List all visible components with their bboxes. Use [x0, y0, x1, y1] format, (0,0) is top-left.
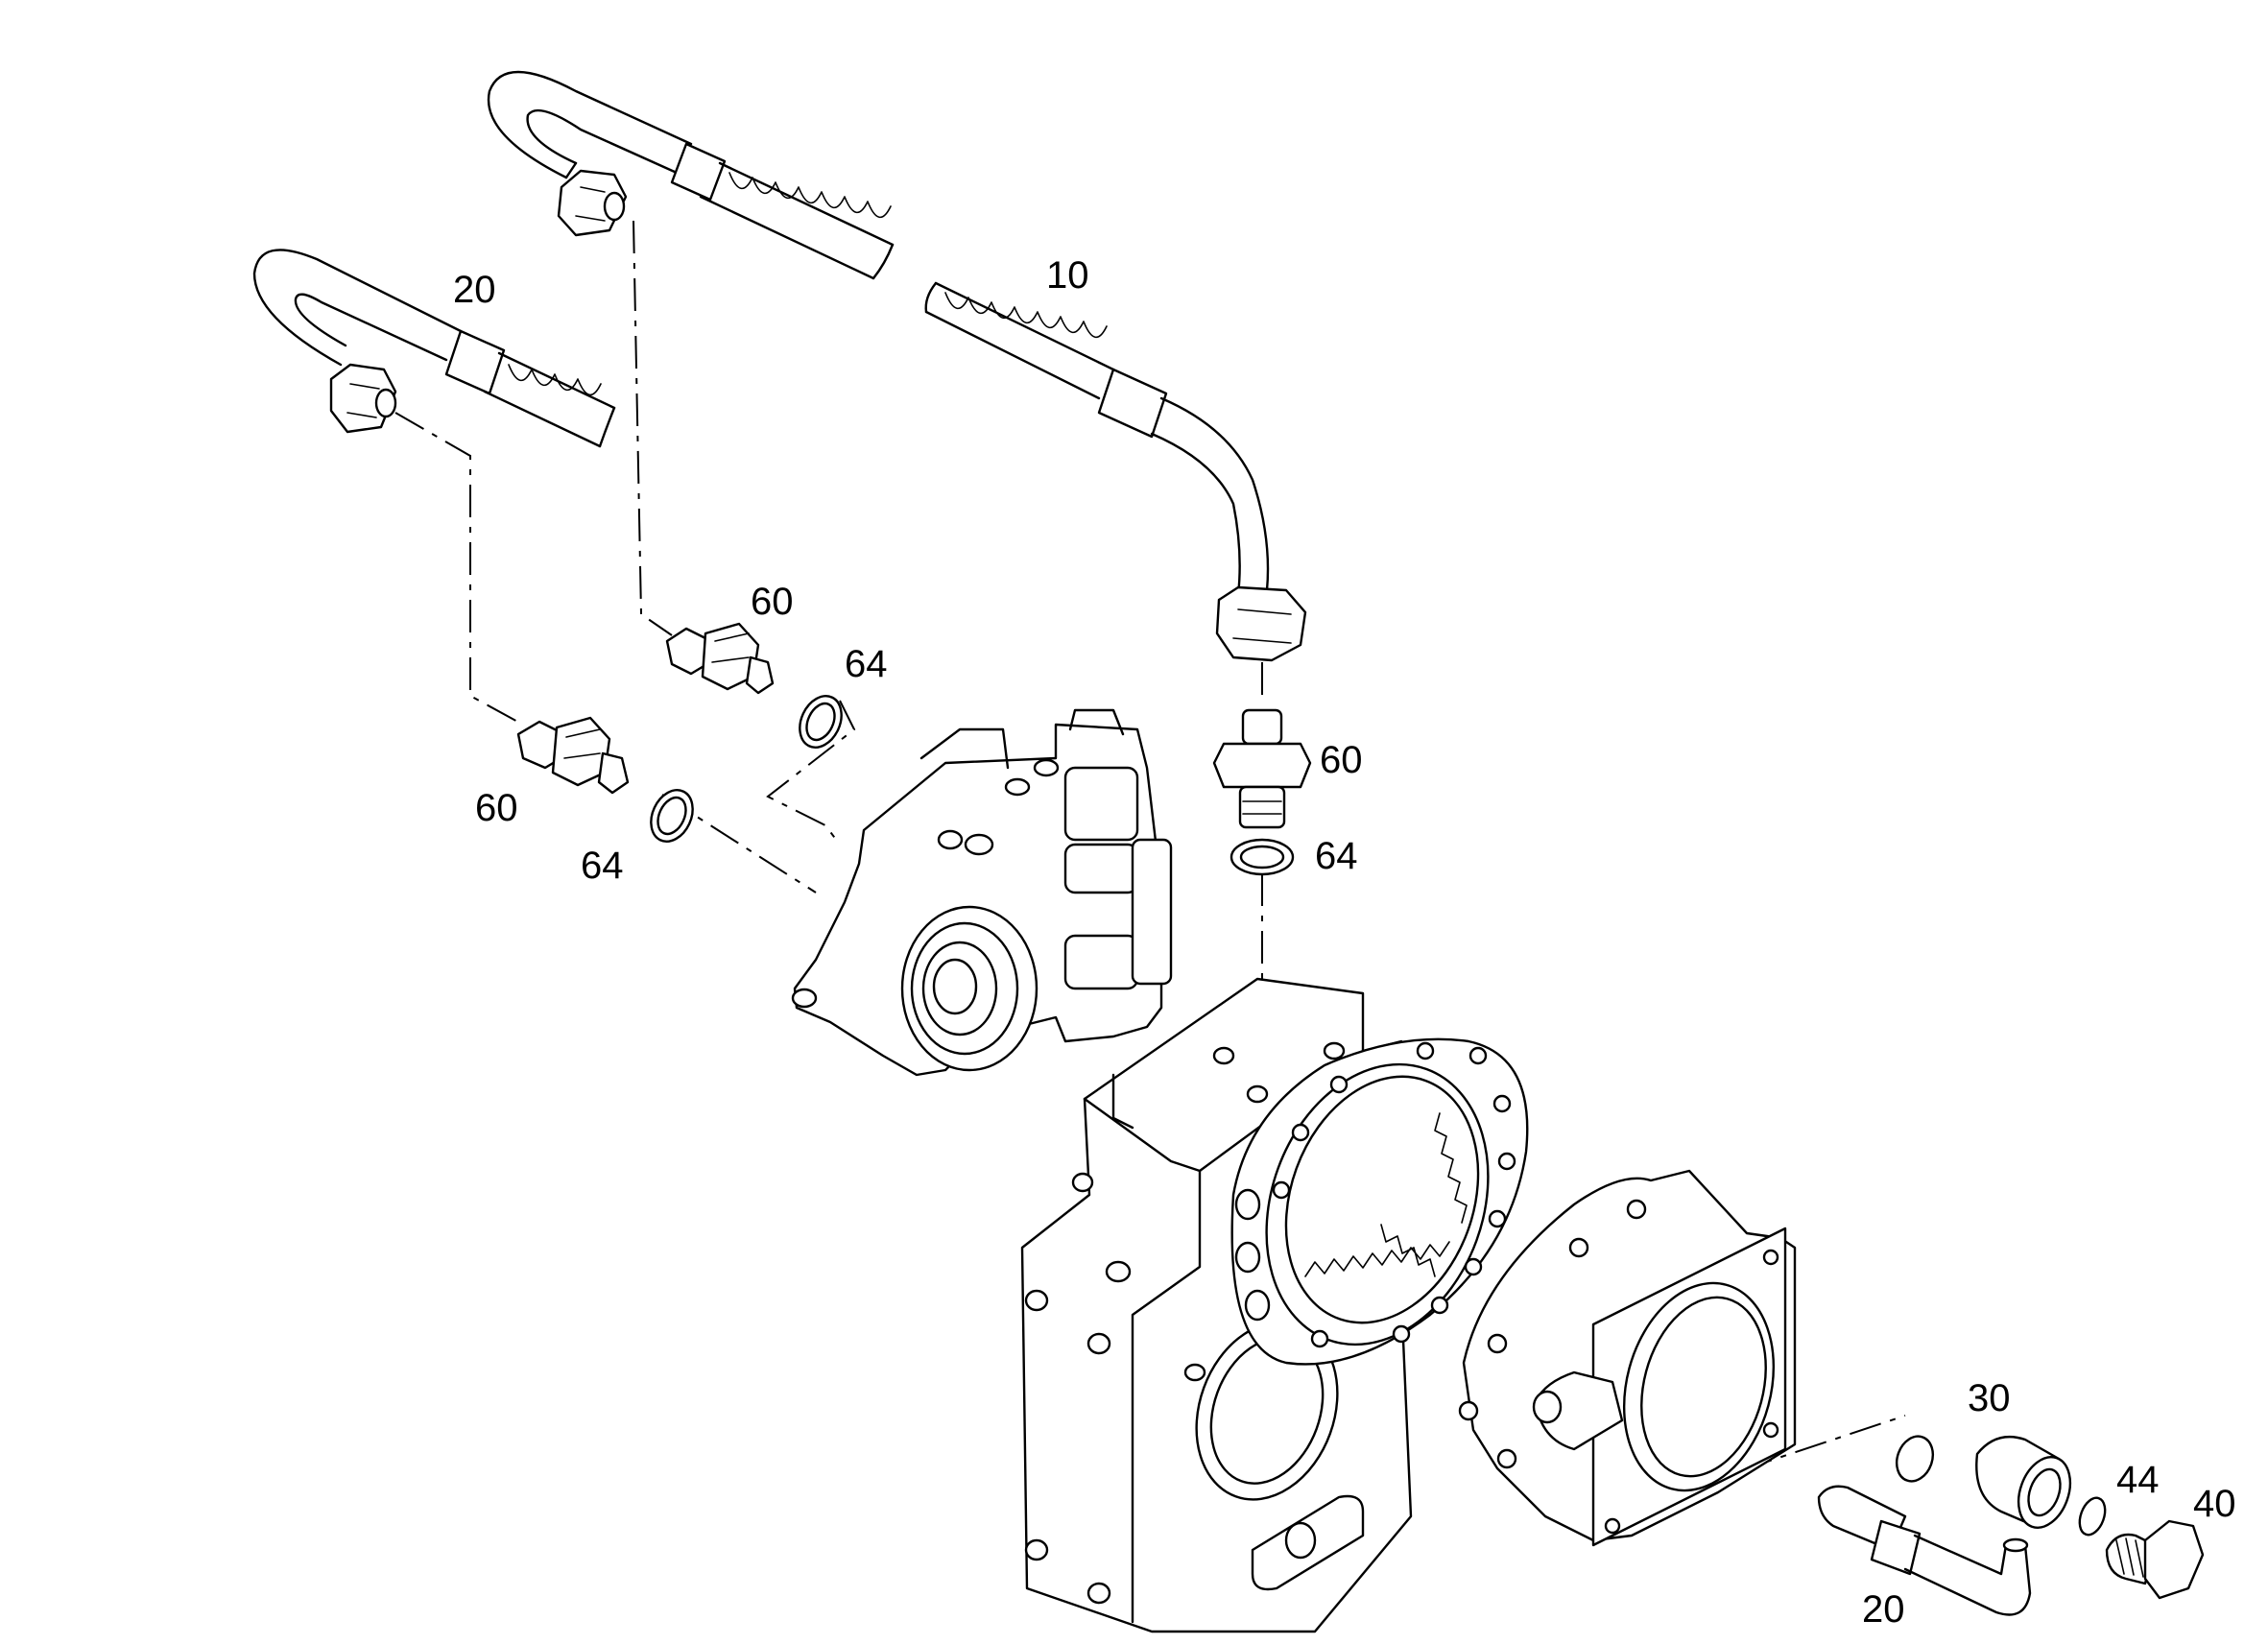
seal-ring-44 — [2078, 1496, 2107, 1537]
callout-60-right: 60 — [1320, 739, 1363, 781]
callout-40: 40 — [2193, 1483, 2236, 1525]
callout-10: 10 — [1046, 254, 1089, 297]
pipe-20-upper — [252, 249, 616, 448]
callout-20-bottom: 20 — [1862, 1588, 1905, 1631]
callout-60-upper: 60 — [751, 581, 794, 623]
valve-block — [791, 708, 1173, 1077]
fitting-60-upper — [665, 622, 775, 695]
fitting-60-lower — [516, 716, 630, 795]
pump-cover — [1458, 1169, 1797, 1547]
callout-44: 44 — [2116, 1459, 2160, 1501]
pipe-10-upper — [487, 70, 895, 280]
callout-20-top: 20 — [453, 269, 496, 311]
o-ring-64-lower — [650, 789, 694, 843]
callout-60-lower: 60 — [475, 787, 518, 829]
screw-40 — [2105, 1519, 2205, 1600]
callout-64-lower: 64 — [581, 845, 624, 887]
callout-30: 30 — [1968, 1377, 2011, 1419]
o-ring-64-right — [1229, 838, 1295, 876]
callout-labels: 10 20 60 64 60 64 60 64 30 44 40 20 — [453, 254, 2236, 1631]
callout-64-right: 64 — [1315, 835, 1358, 877]
ring-gear-flange — [1230, 1037, 1529, 1366]
o-ring-64-upper — [799, 695, 843, 749]
fitting-60-right — [1212, 708, 1312, 829]
o-ring-30 — [1895, 1435, 1935, 1483]
callout-64-upper: 64 — [845, 643, 888, 685]
pipe-10-lower — [924, 281, 1307, 662]
pipe-20-lower — [1817, 1485, 2032, 1616]
spacer-sleeve — [1975, 1435, 2072, 1529]
